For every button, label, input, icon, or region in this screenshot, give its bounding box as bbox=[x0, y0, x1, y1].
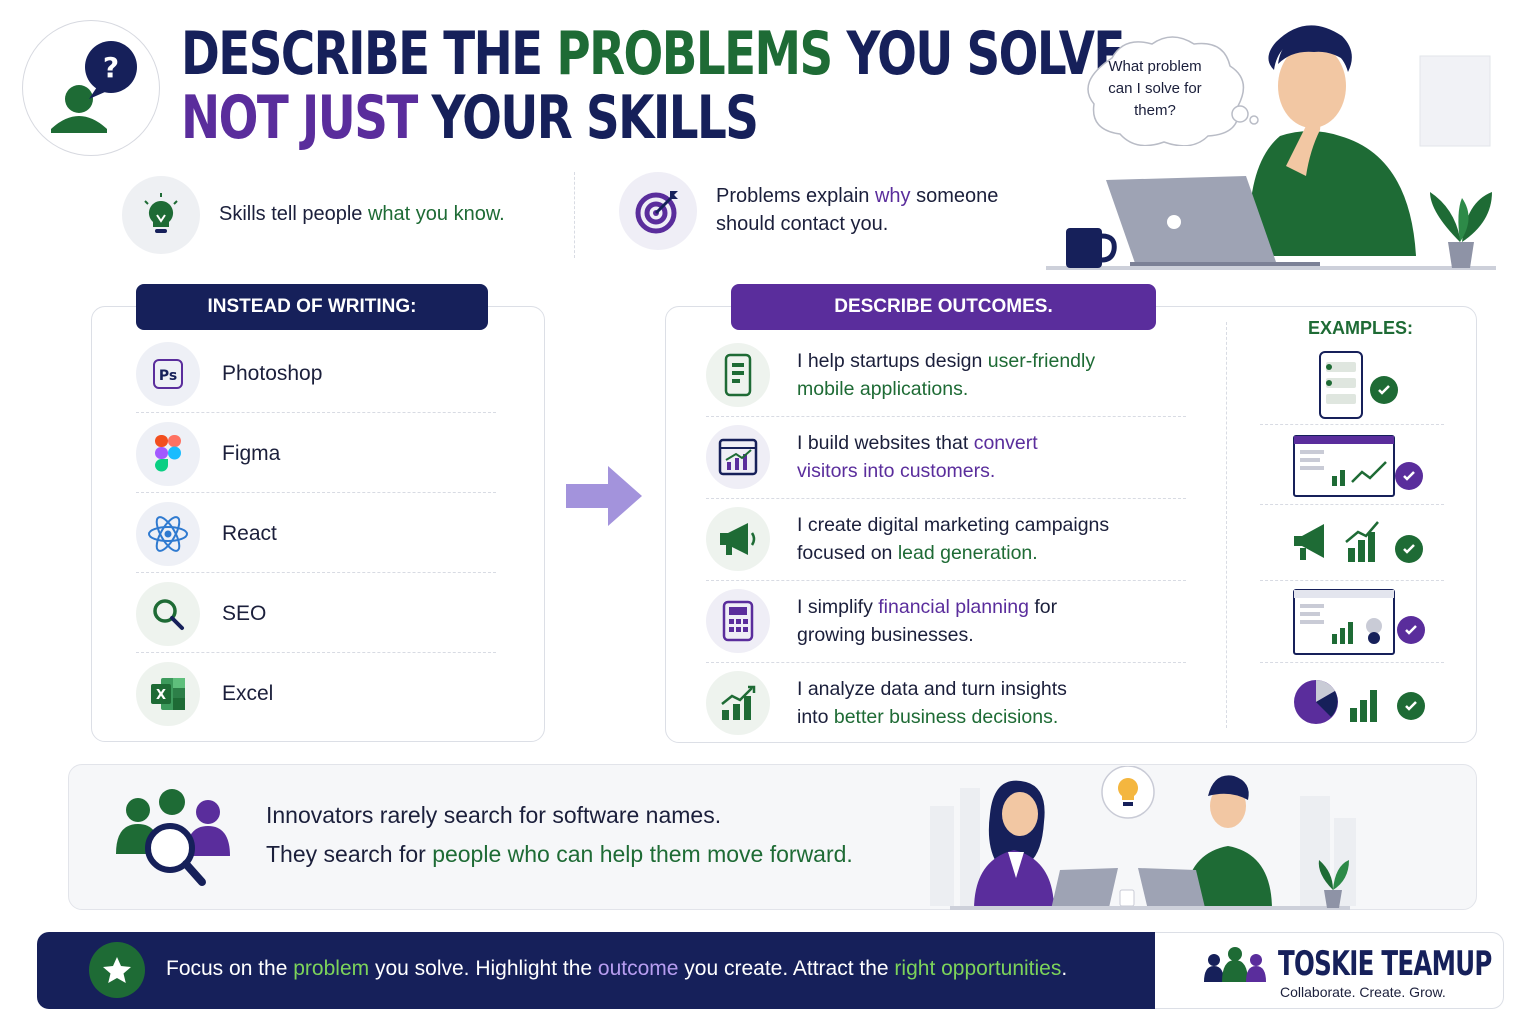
star-icon bbox=[89, 942, 145, 998]
calculator-icon bbox=[706, 589, 770, 653]
example-financial-dashboard bbox=[1292, 588, 1398, 656]
team-logo-icon bbox=[1202, 946, 1268, 986]
skill-divider bbox=[136, 652, 496, 653]
outcomes-title: DESCRIBE OUTCOMES. bbox=[731, 284, 1156, 330]
check-icon bbox=[1397, 692, 1425, 720]
check-icon bbox=[1370, 376, 1398, 404]
excel-icon: X bbox=[136, 662, 200, 726]
skill-item-photoshop: Ps Photoshop bbox=[136, 334, 496, 414]
intro-divider bbox=[574, 172, 575, 258]
target-icon bbox=[619, 172, 697, 250]
skills-statement: Skills tell people what you know. bbox=[219, 203, 505, 225]
question-person-logo: ? bbox=[22, 20, 160, 156]
outcome-item-mobile-apps: I help startups design user-friendly mob… bbox=[706, 334, 1186, 416]
skill-divider bbox=[136, 412, 496, 413]
thought-bubble: What problem can I solve for them? bbox=[1072, 36, 1262, 146]
outcome-divider bbox=[706, 416, 1186, 417]
examples-divider bbox=[1226, 322, 1227, 728]
outcome-item-data: I analyze data and turn insights into be… bbox=[706, 662, 1186, 744]
skill-item-excel: X Excel bbox=[136, 654, 496, 734]
outcome-item-marketing: I create digital marketing campaigns foc… bbox=[706, 498, 1186, 580]
example-mobile-app bbox=[1262, 350, 1442, 422]
smartphone-icon bbox=[706, 343, 770, 407]
man-at-laptop-illustration bbox=[1040, 16, 1510, 276]
footer-message: Focus on the problem you solve. Highligh… bbox=[166, 957, 1068, 980]
outcome-item-websites: I build websites that convert visitors i… bbox=[706, 416, 1186, 498]
react-icon bbox=[136, 502, 200, 566]
problems-statement: Problems explain why someone should cont… bbox=[716, 185, 999, 235]
example-divider bbox=[1260, 424, 1444, 425]
examples-label: EXAMPLES: bbox=[1308, 318, 1414, 338]
skill-divider bbox=[136, 492, 496, 493]
instead-of-writing-title: INSTEAD OF WRITING: bbox=[136, 284, 488, 330]
svg-text:Ps: Ps bbox=[159, 368, 177, 384]
outcome-divider bbox=[706, 498, 1186, 499]
example-divider bbox=[1260, 580, 1444, 581]
skill-item-figma: Figma bbox=[136, 414, 496, 494]
megaphone-icon bbox=[706, 507, 770, 571]
example-data-analysis bbox=[1292, 678, 1392, 726]
example-divider bbox=[1260, 662, 1444, 663]
brand-name: TOSKIE TEAMUP bbox=[1278, 944, 1492, 984]
headline-line-2: NOT JUST YOUR SKILLS bbox=[181, 83, 759, 153]
example-website-dashboard bbox=[1292, 434, 1398, 498]
brand-tagline: Collaborate. Create. Grow. bbox=[1280, 984, 1446, 1000]
skill-item-react: React bbox=[136, 494, 496, 574]
check-icon bbox=[1395, 535, 1423, 563]
example-divider bbox=[1260, 504, 1444, 505]
growth-chart-icon bbox=[706, 671, 770, 735]
people-search-icon bbox=[112, 788, 234, 888]
lightbulb-icon bbox=[122, 176, 200, 254]
skill-item-seo: SEO bbox=[136, 574, 496, 654]
svg-text:X: X bbox=[156, 688, 166, 703]
figma-icon bbox=[136, 422, 200, 486]
web-analytics-icon bbox=[706, 425, 770, 489]
check-icon bbox=[1395, 462, 1423, 490]
outcome-divider bbox=[706, 580, 1186, 581]
check-icon bbox=[1397, 616, 1425, 644]
collaboration-illustration bbox=[920, 765, 1390, 914]
photoshop-icon: Ps bbox=[136, 342, 200, 406]
outcome-divider bbox=[706, 662, 1186, 663]
magnifier-icon bbox=[136, 582, 200, 646]
outcome-item-financial: I simplify financial planning for growin… bbox=[706, 580, 1186, 662]
banner-message: Innovators rarely search for software na… bbox=[266, 802, 853, 867]
footer-message-bar bbox=[37, 932, 1157, 1009]
svg-text:?: ? bbox=[103, 51, 119, 84]
example-marketing bbox=[1290, 518, 1390, 568]
skill-divider bbox=[136, 572, 496, 573]
headline-line-1: DESCRIBE THE PROBLEMS YOU SOLVE— bbox=[181, 19, 1171, 89]
right-arrow-icon bbox=[564, 464, 644, 528]
